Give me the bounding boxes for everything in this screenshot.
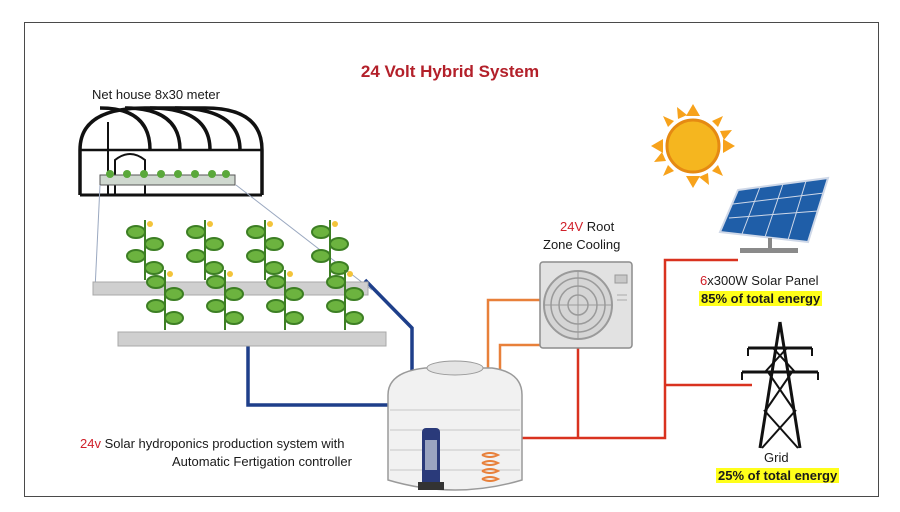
grid-share-badge: 25% of total energy <box>716 468 840 483</box>
net-house-label: Net house 8x30 meter <box>92 87 220 102</box>
water-tank-icon <box>387 360 523 491</box>
cooling-voltage: 24V <box>560 219 584 234</box>
hydroponics-voltage: 24v <box>80 436 101 451</box>
cooling-label-rest: Root <box>583 219 615 234</box>
power-lines <box>425 258 752 440</box>
plant-cluster <box>126 220 364 330</box>
diagram-frame <box>24 22 879 497</box>
pump-icon <box>418 428 444 490</box>
net-house-plants <box>106 170 230 178</box>
diagram-title: 24 Volt Hybrid System <box>360 62 540 81</box>
cooling-unit-icon <box>539 261 633 349</box>
sun-icon <box>651 104 735 188</box>
solar-share-wrap: 85% of total energy <box>699 291 823 306</box>
net-house-icon <box>78 106 264 197</box>
cooling-label-line2: Zone Cooling <box>543 237 621 252</box>
hydroponics-label-line1: 24v Solar hydroponics production system … <box>80 436 344 451</box>
solar-panel-spec: x300W Solar Panel <box>707 273 819 288</box>
cooling-label-line1: 24V Root <box>560 219 614 234</box>
solar-panel-icon <box>718 176 830 253</box>
grid-share-wrap: 25% of total energy <box>716 468 840 483</box>
solar-panel-count: 6 <box>700 273 708 288</box>
grid-label: Grid <box>764 450 789 465</box>
hydroponics-label-rest: Solar hydroponics production system with <box>100 436 345 451</box>
hydroponics-label-line2: Automatic Fertigation controller <box>172 454 352 469</box>
solar-share-badge: 85% of total energy <box>699 291 823 306</box>
grid-tower-icon <box>741 321 819 449</box>
solar-panel-label: 6x300W Solar Panel <box>700 273 819 288</box>
